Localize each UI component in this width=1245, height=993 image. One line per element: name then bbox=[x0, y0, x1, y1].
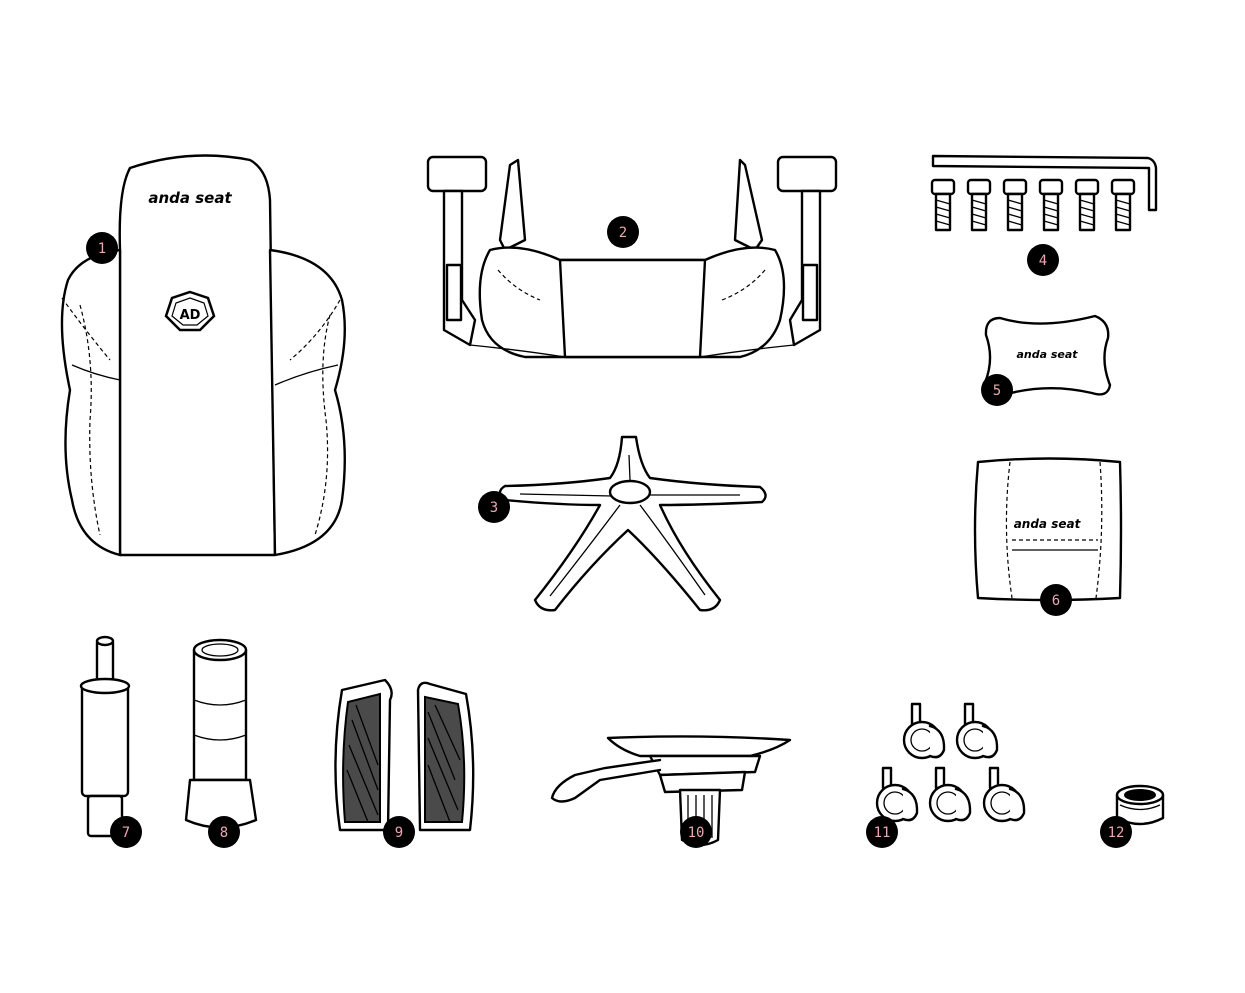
screw-icon bbox=[966, 178, 992, 232]
screw-icon bbox=[1074, 178, 1100, 232]
part-badge-12: 12 bbox=[1100, 816, 1132, 848]
headrest-pillow-drawing: anda seat bbox=[982, 314, 1112, 398]
badge-circle bbox=[383, 816, 415, 848]
badge-circle bbox=[86, 232, 118, 264]
badge-number: 12 bbox=[1108, 825, 1125, 841]
part-badge-3: 3 bbox=[478, 491, 510, 523]
lumbar-brand-logo: anda seat bbox=[1014, 517, 1082, 531]
backrest-brand-logo: anda seat bbox=[148, 189, 232, 207]
backrest-drawing: anda seat AD bbox=[60, 154, 346, 557]
part-badge-10: 10 bbox=[680, 816, 712, 848]
casters-drawing bbox=[875, 702, 1026, 823]
emblem-icon: AD bbox=[164, 290, 216, 332]
caster-icon bbox=[955, 702, 999, 760]
part-badge-9: 9 bbox=[383, 816, 415, 848]
side-covers-drawing bbox=[334, 678, 475, 832]
caster-icon bbox=[928, 766, 972, 823]
part-badge-11: 11 bbox=[866, 816, 898, 848]
badge-circle bbox=[607, 216, 639, 248]
badge-number: 7 bbox=[122, 825, 130, 841]
cylinder-cover-drawing bbox=[184, 638, 258, 829]
caster-icon bbox=[875, 766, 919, 823]
lumbar-pillow-drawing: anda seat bbox=[973, 457, 1123, 602]
badge-circle bbox=[680, 816, 712, 848]
part-badge-8: 8 bbox=[208, 816, 240, 848]
screw-icon bbox=[1002, 178, 1028, 232]
tilt-mechanism-drawing bbox=[550, 735, 792, 847]
gas-lift-drawing bbox=[79, 635, 131, 838]
screws-drawing bbox=[930, 154, 1158, 232]
badge-number: 5 bbox=[993, 383, 1001, 399]
part-badge-6: 6 bbox=[1040, 584, 1072, 616]
caster-icon bbox=[902, 702, 946, 760]
badge-circle bbox=[1040, 584, 1072, 616]
badge-circle bbox=[866, 816, 898, 848]
screw-icon bbox=[1110, 178, 1136, 232]
badge-number: 9 bbox=[395, 825, 403, 841]
badge-number: 6 bbox=[1052, 593, 1060, 609]
emblem-letters: AD bbox=[180, 308, 201, 323]
part-badge-2: 2 bbox=[607, 216, 639, 248]
badge-number: 10 bbox=[688, 825, 705, 841]
badge-number: 11 bbox=[874, 825, 891, 841]
badge-circle bbox=[1027, 244, 1059, 276]
caster-icon bbox=[982, 766, 1026, 823]
badge-number: 1 bbox=[98, 241, 106, 257]
badge-circle bbox=[478, 491, 510, 523]
base-drawing bbox=[498, 435, 767, 612]
badge-circle bbox=[110, 816, 142, 848]
badge-number: 2 bbox=[619, 225, 627, 241]
part-badge-5: 5 bbox=[981, 374, 1013, 406]
screw-cap-drawing bbox=[1115, 784, 1165, 826]
seat-drawing bbox=[426, 155, 838, 359]
badge-number: 8 bbox=[220, 825, 228, 841]
headrest-brand-logo: anda seat bbox=[1016, 348, 1078, 361]
badge-circle bbox=[208, 816, 240, 848]
badge-number: 3 bbox=[490, 500, 498, 516]
screw-icon bbox=[1038, 178, 1064, 232]
part-badge-1: 1 bbox=[86, 232, 118, 264]
badge-circle bbox=[981, 374, 1013, 406]
badge-number: 4 bbox=[1039, 253, 1047, 269]
part-badge-7: 7 bbox=[110, 816, 142, 848]
screw-icon bbox=[930, 178, 956, 232]
part-badge-4: 4 bbox=[1027, 244, 1059, 276]
badge-circle bbox=[1100, 816, 1132, 848]
